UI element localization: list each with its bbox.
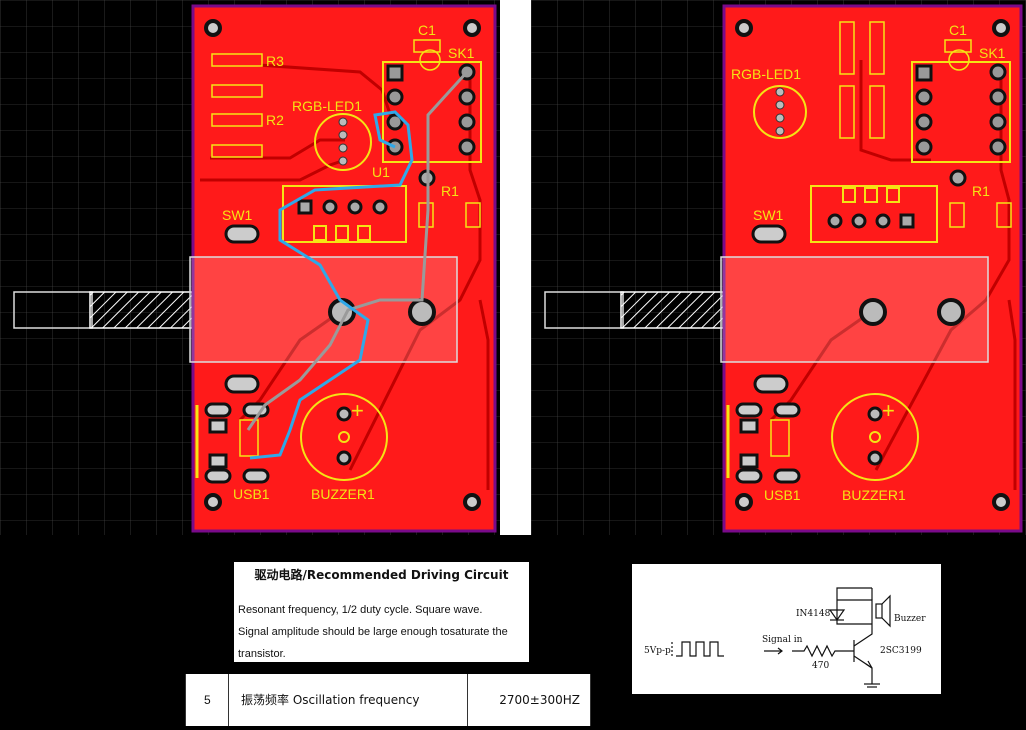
- knurled-shaft: [620, 291, 724, 329]
- label-rgb-led: RGB-LED1: [731, 66, 801, 82]
- sw1-pad-lower: [224, 374, 260, 394]
- pcb-canvas-right: RGB-LED1 C1 SK1 R1 SW1: [531, 0, 1026, 535]
- datasheet-line-2: Signal amplitude should be large enough …: [238, 626, 508, 638]
- rgb-led-outline: [753, 85, 807, 139]
- mounting-holes: [735, 19, 1010, 511]
- sw1-pad: [751, 224, 787, 244]
- u1-outline: [282, 185, 407, 243]
- label-c1: C1: [949, 22, 967, 38]
- schematic-lines: [671, 587, 891, 688]
- u1-tabs: [313, 225, 371, 241]
- encoder-pad-b: [937, 298, 965, 326]
- usb1-component: [239, 419, 259, 457]
- knurled-shaft: [89, 291, 193, 329]
- datasheet-line-1: Resonant frequency, 1/2 duty cycle. Squa…: [238, 604, 483, 616]
- r1-footprint-a: [949, 202, 965, 228]
- buzzer-outline: [300, 393, 388, 481]
- rgb-led-pads: [338, 117, 348, 166]
- schematic-canvas: IN4148 Buzzer Signal in 5Vp-p 470 2SC319…: [644, 587, 926, 688]
- diode-symbol: [828, 609, 846, 622]
- spec-name: 振荡频率 Oscillation frequency: [229, 674, 468, 726]
- label-sk1: SK1: [979, 45, 1006, 61]
- rgb-led-pads: [775, 87, 785, 136]
- square-wave-symbol: [676, 641, 724, 657]
- buzzer-outline: [831, 393, 919, 481]
- buzzer-symbol: [875, 603, 883, 619]
- resistor-footprints: [839, 21, 885, 139]
- encoder-pad-b: [408, 298, 436, 326]
- u1-tabs: [842, 187, 900, 203]
- spec-value: 2700±300HZ: [468, 674, 591, 726]
- buzzer-pad-minus: [336, 450, 352, 466]
- r1-footprint-b: [465, 202, 481, 228]
- driving-circuit-schematic: IN4148 Buzzer Signal in 5Vp-p 470 2SC319…: [632, 564, 941, 694]
- datasheet-line-3: transistor.: [238, 648, 286, 660]
- label-buzzer: BUZZER1: [842, 487, 906, 503]
- rgb-led-outline: [314, 113, 372, 171]
- label-sw1: SW1: [753, 207, 784, 223]
- label-rgb-led: RGB-LED1: [292, 98, 362, 114]
- label-r1: R1: [972, 183, 990, 199]
- sw1-pad: [224, 224, 260, 244]
- wire-blue: [249, 110, 414, 460]
- label-u1: U1: [372, 164, 390, 180]
- label-sw1: SW1: [222, 207, 253, 223]
- u1-outline: [810, 185, 938, 243]
- pcb-view-right: RGB-LED1 C1 SK1 R1 SW1: [531, 0, 1026, 535]
- c1-outline: [419, 49, 441, 71]
- label-c1: C1: [418, 22, 436, 38]
- schematic-buzzer-label: Buzzer: [894, 614, 926, 624]
- resistor-footprints: [211, 53, 263, 158]
- c1-footprint: [944, 39, 972, 53]
- buzzer-pad-minus: [867, 450, 883, 466]
- buzzer-plus-mark: +: [882, 398, 895, 423]
- spec-table-row: 5 振荡频率 Oscillation frequency 2700±300HZ: [185, 674, 591, 726]
- buzzer-plus-mark: +: [351, 398, 364, 423]
- r1-via: [949, 169, 967, 187]
- sw1-pad-lower: [753, 374, 789, 394]
- c1-footprint: [413, 39, 441, 53]
- buzzer-mark: [338, 431, 350, 443]
- label-usb1: USB1: [764, 487, 801, 503]
- resistor-symbol: [792, 644, 854, 658]
- usb1-pads: [204, 402, 270, 484]
- label-usb1: USB1: [233, 486, 270, 502]
- label-r1: R1: [441, 183, 459, 199]
- schematic-amplitude-label: 5Vp-p: [644, 646, 671, 656]
- u1-pads: [827, 213, 915, 229]
- buzzer-pad-plus: [867, 406, 883, 422]
- buzzer-mark: [869, 431, 881, 443]
- datasheet-excerpt: 驱动电路/Recommended Driving Circuit Resonan…: [234, 562, 529, 662]
- encoder-pad-a: [859, 298, 887, 326]
- u1-pads: [297, 199, 388, 215]
- schematic-resistor-label: 470: [812, 661, 829, 671]
- sk1-outline: [911, 61, 1011, 163]
- label-buzzer: BUZZER1: [311, 486, 375, 502]
- wire-gray: [246, 70, 469, 431]
- pcb-view-left: R3 R2 RGB-LED1 C1 SK1 U1 R1: [0, 0, 500, 535]
- c1-outline: [948, 49, 970, 71]
- sk1-outline: [382, 61, 482, 163]
- usb1-pads: [735, 402, 801, 484]
- buzzer-pad-plus: [336, 406, 352, 422]
- schematic-diode-label: IN4148: [796, 609, 831, 619]
- transistor-emitter: [853, 655, 873, 684]
- label-r2: R2: [266, 112, 284, 128]
- label-sk1: SK1: [448, 45, 475, 61]
- pcb-canvas-left: R3 R2 RGB-LED1 C1 SK1 U1 R1: [0, 0, 500, 535]
- label-r3: R3: [266, 53, 284, 69]
- datasheet-title: 驱动电路/Recommended Driving Circuit: [254, 568, 509, 582]
- r1-footprint-b: [996, 202, 1012, 228]
- spec-number: 5: [185, 674, 229, 726]
- usb1-component: [770, 419, 790, 457]
- schematic-transistor-label: 2SC3199: [880, 646, 922, 656]
- mounting-holes: [204, 19, 481, 511]
- sk1-pads: [915, 63, 1007, 156]
- schematic-signal-label: Signal in: [762, 635, 803, 645]
